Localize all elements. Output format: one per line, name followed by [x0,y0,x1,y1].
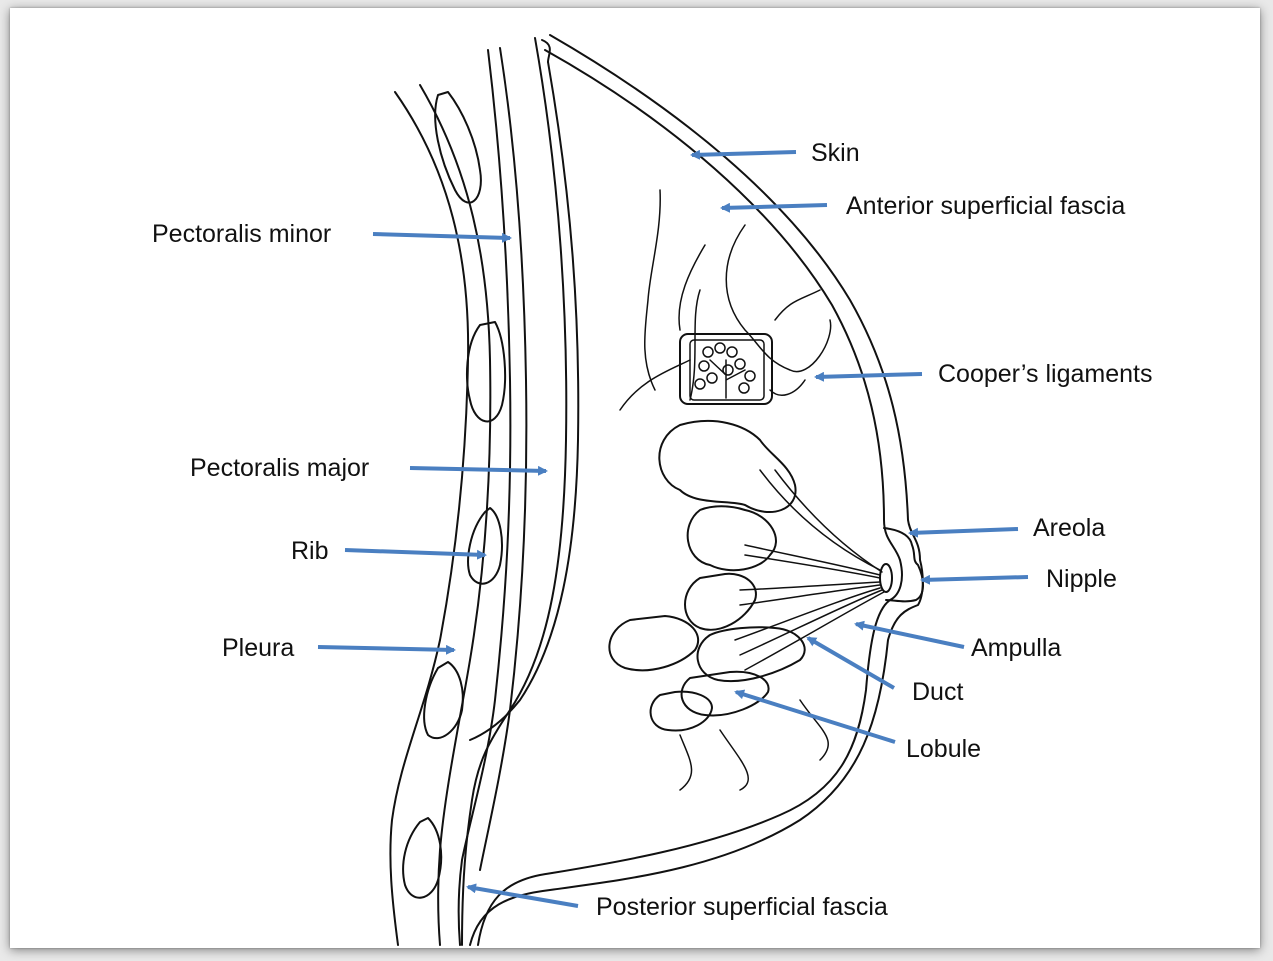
pleura-arrow [318,647,454,650]
chest-wall-outer-line [390,92,468,945]
label-anterior-superficial-fascia: Anterior superficial fascia [846,194,1125,219]
label-coopers-ligaments: Cooper’s ligaments [938,362,1152,387]
coopers-ligament-2 [679,245,705,330]
lobule-cluster-2 [688,506,776,570]
pleura-line [420,85,490,945]
nipple-outline [880,564,892,592]
label-pectoralis-major: Pectoralis major [190,456,369,481]
coopers-ligament-3 [726,225,830,372]
coopers-ligament-1 [645,190,660,390]
label-duct: Duct [912,680,963,705]
pectoralis-minor-arrow [373,234,510,238]
label-nipple: Nipple [1046,567,1117,592]
posterior-fascia-line-1 [462,38,566,945]
arrows [318,152,1028,906]
pectoralis-minor-line-1 [459,50,511,945]
duct-arrow [808,638,894,688]
label-lobule: Lobule [906,737,981,762]
coopers-ligaments-arrow [816,374,922,377]
label-posterior-superficial-fascia: Posterior superficial fascia [596,895,888,920]
label-ampulla: Ampulla [971,636,1061,661]
rib-arrow [345,550,485,555]
nipple-arrow [922,577,1028,580]
label-pleura: Pleura [222,636,294,661]
skin-arrow [692,152,796,155]
label-pectoralis-minor: Pectoralis minor [152,222,331,247]
posterior-fascia-arrow [468,887,578,906]
rib-shape-1 [435,92,481,203]
anterior-fascia-arrow [722,205,827,208]
label-rib: Rib [291,539,329,564]
lobule-cluster-3 [685,574,756,630]
lobule-detail-acini [695,343,755,398]
lobule-cluster-4 [609,616,698,670]
rib-shape-2 [467,322,505,421]
lobule-arrow [736,692,895,742]
label-skin: Skin [811,141,860,166]
pectoralis-major-outline [470,62,578,740]
label-areola: Areola [1033,516,1105,541]
lobule-cluster-1 [659,421,795,512]
anterior-fascia-line [478,50,902,945]
coopers-ligament-7 [770,380,805,395]
skin-outer-line [470,35,923,945]
rib-shape-5 [403,818,441,898]
coopers-ligament-5 [775,290,820,320]
rib-shape-4 [424,662,463,738]
areola-arrow [910,529,1018,533]
